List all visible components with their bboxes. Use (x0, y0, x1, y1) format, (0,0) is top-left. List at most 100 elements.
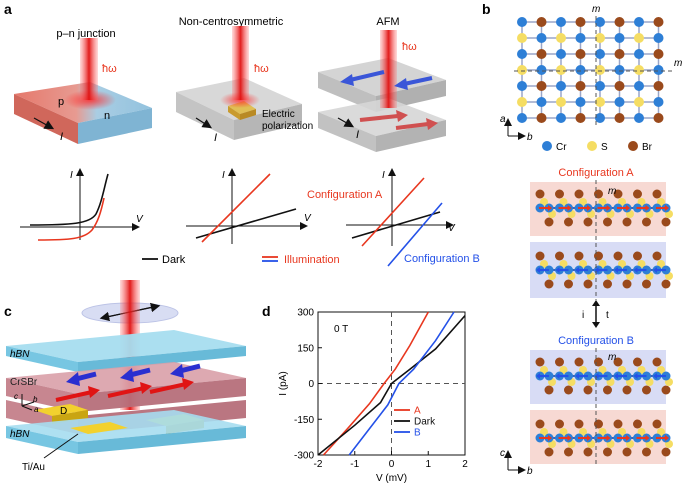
s-atom (595, 97, 605, 107)
br-atom (536, 17, 547, 27)
br-atom (536, 113, 547, 123)
br-atom (614, 113, 625, 123)
br-atom (614, 17, 625, 27)
axis-V-1: V (136, 214, 144, 225)
current-label-1: I (60, 131, 63, 143)
br-atom (633, 357, 642, 367)
s-atom (595, 65, 605, 75)
br-atom (535, 419, 545, 429)
axis-I-3: I (382, 170, 385, 181)
cr-atom (595, 17, 605, 27)
x-tick-label: 0 (389, 459, 395, 470)
br-atom (642, 447, 651, 457)
br-atom (633, 419, 642, 429)
br-atom (564, 217, 573, 227)
config-a-upper-layer (535, 189, 673, 227)
series-line-b (348, 311, 455, 456)
br-atom (594, 189, 603, 199)
configuration-a-label: Configuration A (307, 189, 383, 201)
br-atom (622, 279, 632, 289)
afm-device: ħω I (318, 30, 446, 152)
y-tick-label: -150 (294, 415, 314, 426)
spin-arrows-blue (66, 363, 201, 386)
br-atom (613, 357, 623, 367)
iv-plot-afm: I V Configuration A Configuration B (307, 168, 480, 267)
axis-a-label: a (500, 114, 506, 125)
br-atom (594, 419, 603, 429)
s-atom (556, 33, 566, 43)
cr-atom (575, 65, 586, 75)
br-atom (555, 357, 564, 367)
s-atom (556, 65, 566, 75)
br-atom (575, 49, 586, 59)
cr-atom (556, 81, 566, 91)
br-atom (622, 385, 632, 395)
axis-I-1: I (70, 170, 73, 181)
br-atom (574, 357, 584, 367)
br-atom (544, 447, 554, 457)
s-atom (634, 97, 644, 107)
br-atom (564, 385, 573, 395)
current-label-2: I (214, 132, 217, 144)
electric-polarization-line1: Electric (262, 109, 295, 120)
mirror-label-horizontal: m (674, 58, 682, 69)
panel-b: m m a b Cr S Br Configuration A m i t Co… (500, 4, 682, 477)
electric-polarization-line2: polarization (262, 121, 313, 132)
c-axis-c: c (14, 392, 18, 401)
cr-atom (653, 97, 664, 107)
axis-I-2: I (222, 170, 225, 181)
br-atom (575, 81, 586, 91)
legend-label-a: A (414, 406, 421, 417)
br-atom (564, 447, 573, 457)
br-atom (535, 189, 545, 199)
br-atom (544, 217, 554, 227)
x-tick-label: -2 (314, 459, 323, 470)
br-atom (613, 419, 623, 429)
br-atom (652, 419, 662, 429)
br-atom (603, 279, 612, 289)
br-atom (642, 217, 651, 227)
br-atom (535, 357, 545, 367)
cr-atom (634, 49, 644, 59)
s-atom (556, 97, 566, 107)
s-atom (517, 97, 527, 107)
cr-atom (517, 113, 527, 123)
legend-illumination: Illumination (284, 254, 340, 266)
cr-atom (556, 17, 566, 27)
p-label: p (58, 96, 64, 108)
br-atom (652, 251, 662, 261)
br-atom (613, 251, 623, 261)
cr-atom (595, 49, 605, 59)
br-atom (544, 279, 554, 289)
field-annotation: 0 T (334, 324, 348, 335)
legend-label-dark: Dark (414, 417, 436, 428)
atom-s-label: S (601, 142, 608, 153)
y-axis-label: I (pA) (278, 371, 289, 395)
x-tick-label: 2 (462, 459, 468, 470)
cr-atom (634, 113, 644, 123)
cr-atom-swatch (542, 141, 552, 151)
br-atom (633, 189, 642, 199)
config-a-title: Configuration A (558, 167, 634, 179)
br-atom (613, 189, 623, 199)
cr-atom (517, 81, 527, 91)
br-atom (603, 447, 612, 457)
x-tick-label: -1 (350, 459, 359, 470)
br-atom (652, 357, 662, 367)
lattice-top-view (517, 17, 664, 123)
photon-label-1: ħω (102, 63, 117, 75)
series-line-dark (317, 315, 466, 456)
hbn-bottom-label: hBN (10, 429, 30, 440)
photon-label-2: ħω (254, 63, 269, 75)
br-atom (594, 251, 603, 261)
mirror-label-vertical: m (592, 4, 600, 15)
br-atom (574, 419, 584, 429)
cr-atom (517, 49, 527, 59)
br-atom (653, 113, 664, 123)
panel-letter-c: c (4, 303, 12, 319)
c-axis-b: b (33, 395, 38, 404)
config-b-upper-layer (535, 357, 673, 395)
br-atom (583, 217, 593, 227)
s-atom (595, 33, 605, 43)
